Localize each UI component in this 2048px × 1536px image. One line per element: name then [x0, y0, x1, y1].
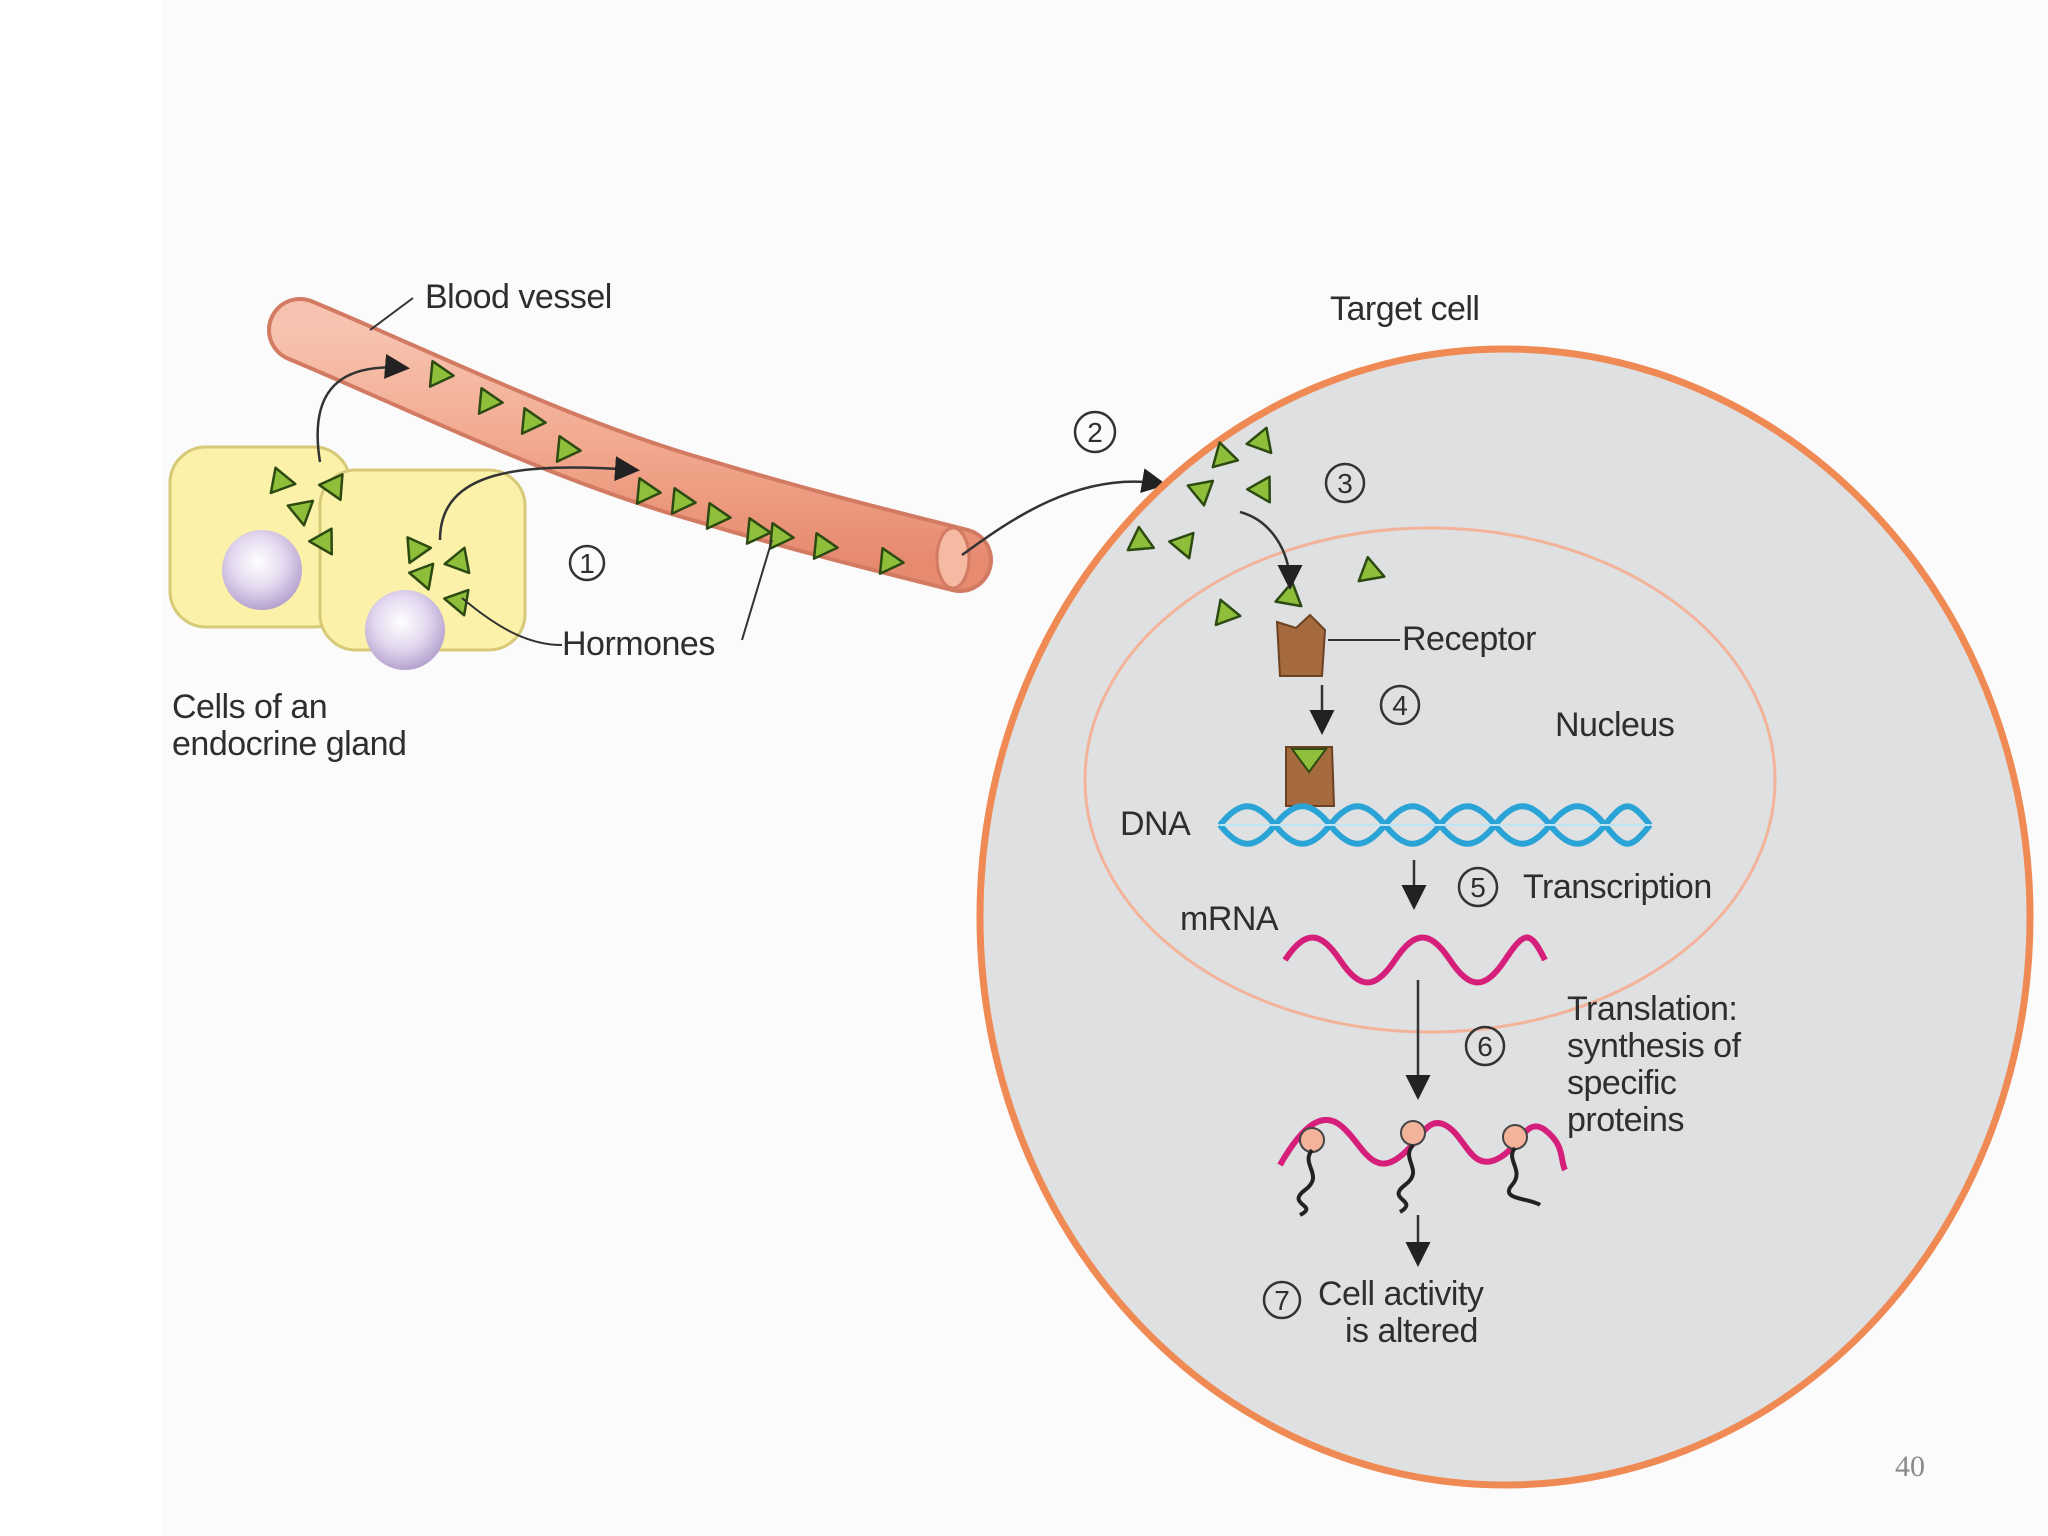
- hormones-leader: [741, 539, 773, 641]
- gland-label-line2: endocrine gland: [172, 725, 406, 763]
- nuclear-envelope: [1083, 526, 1777, 1034]
- step-3-marker: 3: [1324, 462, 1366, 504]
- svg-text:1: 1: [579, 548, 595, 579]
- ribosome-icon: [1502, 1124, 1528, 1150]
- step-2-marker: 2: [1073, 410, 1117, 454]
- ribosome-icon: [1299, 1127, 1325, 1153]
- bound-hormone-icon: [1290, 748, 1328, 774]
- receptor-icon: [1275, 613, 1327, 677]
- svg-text:3: 3: [1337, 468, 1353, 499]
- translation-label-line2: synthesis of: [1567, 1027, 1742, 1065]
- hormones-leader: [461, 597, 563, 646]
- gland-cell-nucleus: [222, 530, 302, 610]
- nucleus-label: Nucleus: [1555, 706, 1674, 744]
- hormone-receptor-complex-icon: [1285, 746, 1336, 807]
- translation-label-line1: Translation:: [1567, 990, 1737, 1028]
- secretion-arrow: [316, 353, 410, 463]
- dna-helix: [1217, 803, 1653, 847]
- step-5-marker: 5: [1457, 866, 1499, 908]
- protein-chain-icon: [1396, 1143, 1416, 1214]
- blood-vessel-label: Blood vessel: [425, 278, 612, 316]
- receptor-label: Receptor: [1402, 620, 1536, 658]
- svg-text:5: 5: [1470, 872, 1486, 903]
- svg-text:2: 2: [1087, 417, 1103, 448]
- svg-text:6: 6: [1477, 1031, 1493, 1062]
- mrna-strand: [1282, 934, 1548, 986]
- endocrine-gland-cells: [168, 445, 527, 670]
- target-cell-label: Target cell: [1330, 290, 1479, 328]
- svg-text:4: 4: [1392, 690, 1408, 721]
- cell-activity-label-line1: Cell activity: [1318, 1275, 1484, 1313]
- transport-arrow: [961, 468, 1167, 557]
- step-6-marker: 6: [1464, 1025, 1506, 1067]
- cell-activity-label-line2: is altered: [1345, 1312, 1478, 1350]
- translation-complex: [1277, 1117, 1568, 1217]
- protein-chain-icon: [1507, 1146, 1542, 1207]
- gland-cell-nucleus: [365, 590, 445, 670]
- vessel-opening: [935, 526, 971, 590]
- mrna-strand: [1277, 1117, 1568, 1172]
- svg-text:7: 7: [1274, 1285, 1290, 1316]
- translation-label-line3: specific: [1567, 1064, 1677, 1102]
- target-cell: [976, 345, 2034, 1489]
- slide-number: 40: [1895, 1450, 1925, 1483]
- transcription-label: Transcription: [1523, 868, 1712, 906]
- translation-label-line4: proteins: [1567, 1101, 1684, 1139]
- secretion-arrow: [438, 456, 640, 541]
- step-4-marker: 4: [1379, 684, 1421, 726]
- step-1-marker: 1: [568, 544, 606, 582]
- entry-arrow: [1239, 510, 1303, 590]
- mrna-label: mRNA: [1180, 900, 1279, 938]
- protein-chain-icon: [1296, 1148, 1316, 1217]
- blood-vessel-leader: [369, 297, 414, 331]
- step-7-marker: 7: [1262, 1280, 1302, 1320]
- gland-label-line1: Cells of an: [172, 688, 327, 726]
- ribosome-icon: [1400, 1120, 1426, 1146]
- hormones-label: Hormones: [562, 625, 715, 663]
- dna-label: DNA: [1120, 805, 1191, 843]
